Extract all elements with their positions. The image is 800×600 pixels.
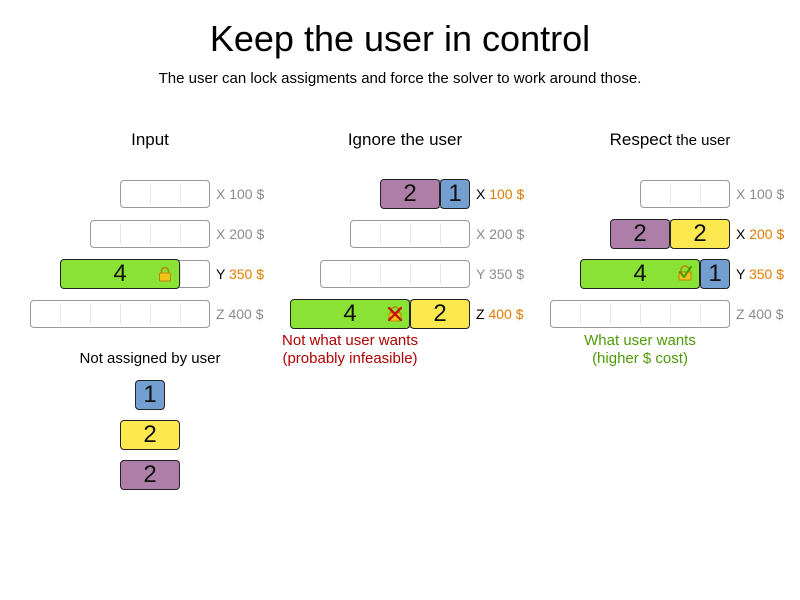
computer-x-200-label: X 200 $ <box>736 220 784 248</box>
computer-price: 350 $ <box>228 266 265 282</box>
page-subtitle: The user can lock assigments and force t… <box>158 70 642 87</box>
computer-price: 100 $ <box>749 186 785 202</box>
computer-z-400-label: Z 400 $ <box>216 300 264 328</box>
computer-letter: Y <box>736 266 746 282</box>
computer-letter: X <box>216 186 226 202</box>
computer-letter: Z <box>476 306 485 322</box>
process-2-yellow: 2 <box>670 219 730 249</box>
computer-price: 400 $ <box>488 306 524 322</box>
computer-x-100-slot <box>120 180 210 208</box>
ignore-note-line1: Not what user wants <box>282 332 418 349</box>
computer-letter: Z <box>216 306 225 322</box>
process-size: 2 <box>433 300 447 327</box>
process-2-purple: 2 <box>610 219 670 249</box>
column-title-ignore: Ignore the user <box>347 130 463 149</box>
unassigned-process-2-yellow: 2 <box>120 420 180 450</box>
column-title-input: Input <box>131 130 169 149</box>
computer-z-400-slot <box>550 300 730 328</box>
computer-z-400-label: Z 400 $ <box>476 300 524 328</box>
process-size: 2 <box>693 220 707 247</box>
computer-price: 100 $ <box>489 186 525 202</box>
computer-price: 400 $ <box>748 306 784 322</box>
process-size: 2 <box>403 180 417 207</box>
computer-price: 350 $ <box>748 266 785 282</box>
computer-letter: X <box>216 226 226 242</box>
not-assigned-label: Not assigned by user <box>79 350 221 367</box>
computer-x-100-label: X 100 $ <box>476 180 524 208</box>
unassigned-process-1: 1 <box>135 380 165 410</box>
column-title-respect: Respect the user <box>540 130 800 150</box>
process-size: 2 <box>143 461 157 488</box>
computer-letter: X <box>736 226 746 242</box>
computer-x-100-label: X 100 $ <box>216 180 264 208</box>
ignore-note-line2: (probably infeasible) <box>282 350 418 367</box>
process-size: 2 <box>633 220 647 247</box>
computer-z-400-label: Z 400 $ <box>736 300 784 328</box>
computer-y-350-label: Y 350 $ <box>736 260 784 288</box>
respect-word: Respect <box>609 130 672 149</box>
process-4-locked: 4 <box>60 259 180 289</box>
computer-price: 200 $ <box>749 226 785 242</box>
ignore-note: Not what user wants (probably infeasible… <box>250 332 450 368</box>
computer-price: 350 $ <box>488 266 525 282</box>
computer-price: 200 $ <box>489 226 525 242</box>
process-size: 1 <box>708 260 722 287</box>
process-4-moved: 4 <box>290 299 410 329</box>
computer-letter: X <box>476 186 486 202</box>
respect-rest: the user <box>672 132 731 149</box>
computer-z-400-slot <box>30 300 210 328</box>
page-title: Keep the user in control <box>209 18 591 59</box>
computer-x-200-label: X 200 $ <box>216 220 264 248</box>
computer-letter: Y <box>216 266 226 282</box>
computer-letter: X <box>476 226 486 242</box>
cross-icon <box>387 306 403 322</box>
process-2-purple: 2 <box>380 179 440 209</box>
computer-letter: Y <box>476 266 486 282</box>
process-size: 4 <box>113 260 127 287</box>
computer-x-100-slot <box>640 180 730 208</box>
process-size: 1 <box>448 180 462 207</box>
respect-note: What user wants (higher $ cost) <box>540 332 740 368</box>
process-size: 1 <box>143 381 157 408</box>
process-1-blue: 1 <box>700 259 730 289</box>
computer-y-350-label: Y 350 $ <box>476 260 524 288</box>
respect-note-line2: (higher $ cost) <box>592 350 688 367</box>
respect-note-line1: What user wants <box>584 332 696 349</box>
computer-price: 400 $ <box>228 306 264 322</box>
computer-price: 200 $ <box>229 226 265 242</box>
computer-letter: X <box>736 186 746 202</box>
computer-x-200-slot <box>90 220 210 248</box>
computer-x-200-label: X 200 $ <box>476 220 524 248</box>
check-icon <box>678 265 693 281</box>
computer-x-100-label: X 100 $ <box>736 180 784 208</box>
process-2-yellow: 2 <box>410 299 470 329</box>
unassigned-process-2-purple: 2 <box>120 460 180 490</box>
computer-letter: Z <box>736 306 745 322</box>
computer-price: 100 $ <box>229 186 265 202</box>
process-size: 4 <box>633 260 647 287</box>
computer-y-350-slot <box>320 260 470 288</box>
lock-icon <box>159 266 171 282</box>
computer-y-350-label: Y 350 $ <box>216 260 264 288</box>
process-1-blue: 1 <box>440 179 470 209</box>
process-size: 2 <box>143 421 157 448</box>
process-size: 4 <box>343 300 357 327</box>
computer-x-200-slot <box>350 220 470 248</box>
